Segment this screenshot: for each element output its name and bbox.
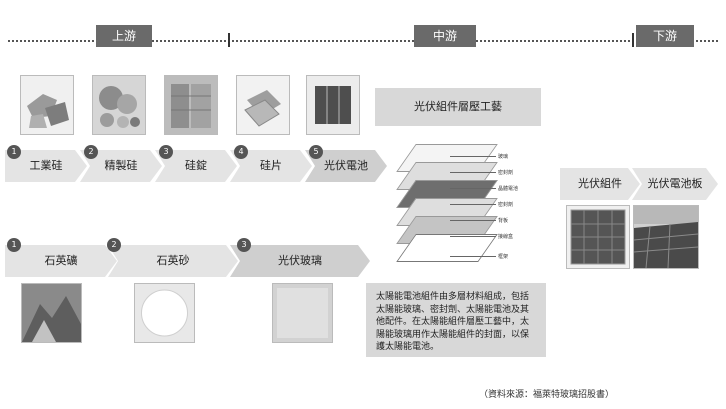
layer-label: 密封劑 (498, 170, 514, 176)
value-chain-timeline (8, 40, 718, 42)
silicon-wafer-image (236, 75, 290, 135)
step-number: 1 (7, 145, 21, 159)
step-number: 2 (84, 145, 98, 159)
layer-label: 晶體電池 (498, 186, 519, 192)
layer-frame (396, 234, 498, 262)
pv-panel-image (633, 205, 699, 269)
step-number: 3 (159, 145, 173, 159)
pv-module-image (566, 205, 630, 269)
stage-upstream: 上游 (96, 25, 152, 47)
refined-silicon-image (92, 75, 146, 135)
layer-label: 框架 (498, 254, 509, 260)
lamination-layer-diagram: 玻璃 密封劑 晶體電池 密封劑 背板 接線盒 框架 (380, 140, 540, 265)
step-number: 3 (237, 238, 251, 252)
stage-downstream: 下游 (636, 25, 694, 47)
chain-step-pv-panel: 光伏電池板 (632, 168, 718, 200)
step-number: 4 (234, 145, 248, 159)
lamination-process-title: 光伏組件層壓工藝 (375, 88, 541, 126)
quartz-ore-image (21, 283, 82, 343)
layer-label: 玻璃 (498, 154, 509, 160)
industrial-silicon-image (20, 75, 74, 135)
layer-label: 接線盒 (498, 234, 514, 240)
chain-step-quartz-ore: 石英礦 (5, 245, 117, 277)
timeline-tick (228, 33, 230, 47)
layer-label: 背板 (498, 218, 509, 224)
chain-step-pv-glass: 光伏玻璃 (230, 245, 370, 277)
chain-step-pv-module: 光伏組件 (560, 168, 640, 200)
step-number: 5 (309, 145, 323, 159)
silicon-ingot-image (164, 75, 218, 135)
stage-midstream: 中游 (414, 25, 476, 47)
quartz-sand-image (134, 283, 195, 343)
step-number: 2 (107, 238, 121, 252)
step-number: 1 (7, 238, 21, 252)
timeline-tick (632, 33, 634, 47)
source-note: （資料來源：福萊特玻璃招股書） (479, 390, 615, 400)
chain-step-quartz-sand: 石英砂 (108, 245, 238, 277)
pv-glass-image (272, 283, 333, 343)
solar-cell-image (306, 75, 360, 135)
chain-step-refined-silicon: 精製硅 (80, 150, 162, 182)
layer-label: 密封劑 (498, 202, 514, 208)
description-box: 太陽能電池組件由多層材料組成，包括太陽能玻璃、密封劑、太陽能電池及其他配件。在太… (366, 283, 546, 357)
